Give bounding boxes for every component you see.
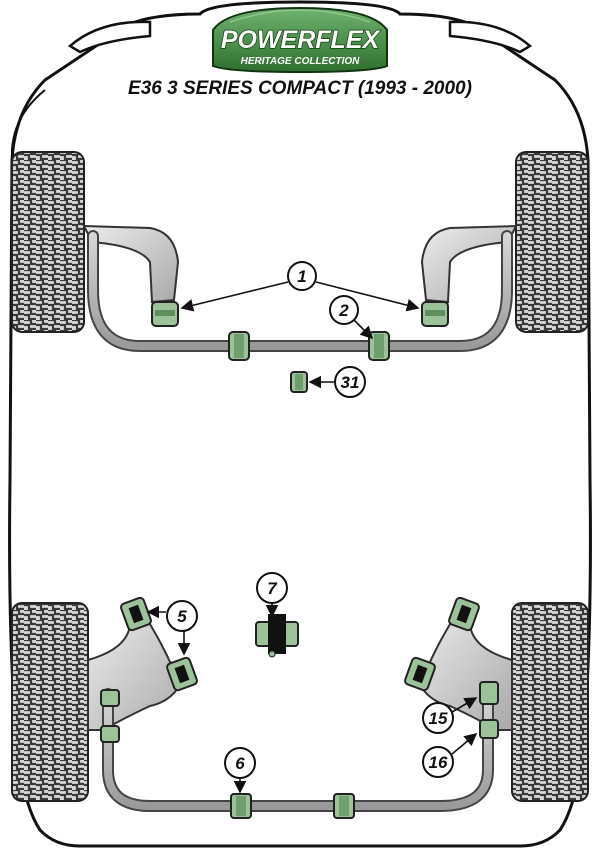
bush-drop-link-left-lower bbox=[100, 725, 120, 743]
callout-2: 2 bbox=[329, 295, 359, 325]
bush-15 bbox=[479, 681, 499, 705]
front-right-tyre bbox=[515, 151, 589, 333]
page-title: E36 3 SERIES COMPACT (1993 - 2000) bbox=[128, 78, 472, 99]
callout-1-label: 1 bbox=[297, 267, 306, 286]
rear-left-tyre bbox=[11, 602, 89, 802]
front-right-wishbone bbox=[420, 224, 518, 304]
bush-5-lower bbox=[166, 656, 198, 692]
bush-5-upper bbox=[120, 596, 152, 632]
callout-31-label: 31 bbox=[341, 373, 360, 392]
bush-1-left bbox=[151, 301, 179, 327]
bush-6-right bbox=[333, 793, 355, 819]
callout-31: 31 bbox=[334, 366, 366, 398]
bush-1-right bbox=[421, 301, 449, 327]
bush-2-left bbox=[228, 331, 250, 361]
callout-5: 5 bbox=[166, 600, 198, 632]
callout-5-label: 5 bbox=[177, 607, 187, 626]
callout-1: 1 bbox=[287, 261, 317, 291]
callout-16: 16 bbox=[422, 746, 454, 778]
rear-anti-roll-bar bbox=[102, 688, 494, 812]
front-left-wishbone bbox=[82, 224, 180, 304]
bush-drop-link-left-upper bbox=[100, 689, 120, 707]
powerflex-logo: POWERFLEX HERITAGE COLLECTION bbox=[212, 6, 388, 74]
callout-15: 15 bbox=[422, 702, 454, 734]
bush-7 bbox=[255, 614, 299, 658]
bush-5-mirror-lower bbox=[404, 656, 436, 692]
callout-16-label: 16 bbox=[429, 753, 448, 772]
callout-15-label: 15 bbox=[429, 709, 448, 728]
bush-2-right bbox=[368, 331, 390, 361]
front-anti-roll-bar bbox=[87, 230, 513, 352]
callout-7: 7 bbox=[256, 572, 288, 604]
front-left-tyre bbox=[11, 151, 85, 333]
bush-16 bbox=[479, 719, 499, 739]
bush-5-mirror-upper bbox=[448, 596, 480, 632]
callout-7-label: 7 bbox=[267, 579, 278, 598]
bush-6-left bbox=[230, 793, 252, 819]
callout-6: 6 bbox=[224, 747, 256, 779]
logo-collection-text: HERITAGE COLLECTION bbox=[241, 56, 360, 67]
rear-right-tyre bbox=[511, 602, 589, 802]
bush-31 bbox=[290, 371, 308, 393]
logo-brand-text: POWERFLEX bbox=[221, 26, 381, 54]
callout-arrows bbox=[146, 281, 478, 794]
callout-6-label: 6 bbox=[235, 754, 245, 773]
callout-2-label: 2 bbox=[338, 301, 349, 320]
